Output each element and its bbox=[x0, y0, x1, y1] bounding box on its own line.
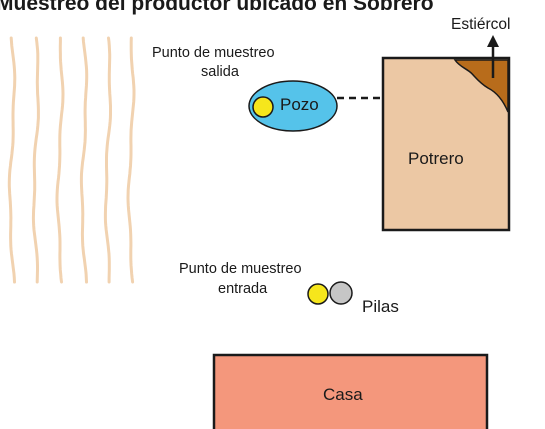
pilas-label: Pilas bbox=[362, 297, 399, 316]
crop-row bbox=[126, 36, 136, 284]
sampling-point-entry-label: Punto de muestreo bbox=[179, 261, 302, 277]
potrero-label: Potrero bbox=[408, 149, 464, 168]
pozo-ellipse bbox=[248, 80, 338, 132]
manure-pile bbox=[453, 59, 509, 113]
sampling-point-entry-sublabel: entrada bbox=[218, 281, 268, 297]
casa-label: Casa bbox=[323, 385, 363, 404]
crop-row bbox=[7, 36, 17, 284]
up-arrow-icon bbox=[487, 35, 499, 78]
pilas-tanks bbox=[307, 281, 353, 305]
potrero-field bbox=[381, 35, 511, 232]
sample-point-icon bbox=[307, 283, 329, 305]
diagram-title: Muestreo del productor ubicado en Sobrer… bbox=[0, 0, 434, 15]
pila-tank-icon bbox=[329, 281, 353, 305]
crop-row bbox=[31, 36, 40, 284]
sampling-point-exit-label: Punto de muestreo bbox=[152, 45, 275, 61]
crop-rows bbox=[7, 36, 136, 284]
casa-rect bbox=[212, 353, 489, 429]
crop-row bbox=[103, 36, 112, 284]
estiercol-label: Estiércol bbox=[451, 16, 511, 33]
crop-row bbox=[55, 36, 65, 284]
crop-row bbox=[79, 36, 89, 284]
pozo-label: Pozo bbox=[280, 95, 319, 114]
sampling-point-exit-sublabel: salida bbox=[201, 64, 239, 80]
sample-point-icon bbox=[252, 96, 274, 118]
pozo-well bbox=[248, 80, 338, 132]
